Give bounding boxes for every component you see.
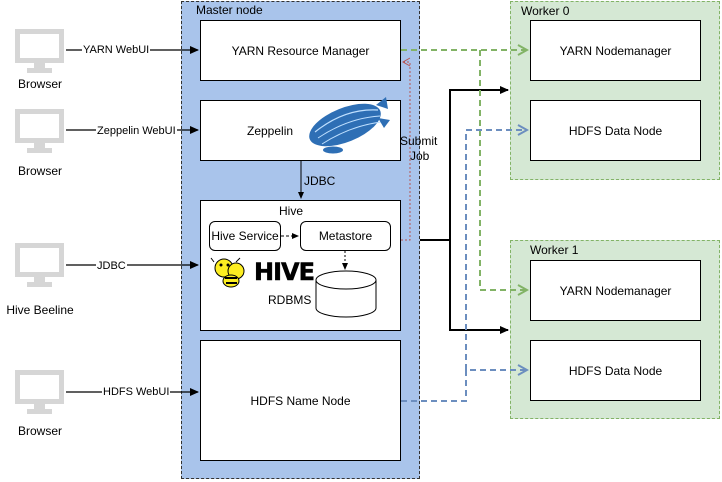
monitor-icon <box>15 29 64 73</box>
monitor-icon <box>15 109 64 153</box>
edge-label-zeppelin-webui: Zeppelin WebUI <box>96 125 177 137</box>
master-to-worker-1-edge <box>449 240 509 334</box>
hdfs-nn-to-worker-0-edge <box>465 130 526 370</box>
edge-label-jdbc: JDBC <box>96 260 127 272</box>
hive-bee-icon <box>210 257 245 288</box>
worker-0-yarn-nodemanager[interactable]: YARN Nodemanager <box>530 20 701 81</box>
monitor-icon <box>15 243 64 287</box>
edge-label-hdfs-webui: HDFS WebUI <box>102 386 171 398</box>
metastore-box[interactable]: Metastore <box>300 221 391 251</box>
worker-1-title: Worker 1 <box>530 243 579 257</box>
edge-label-submit: Submit <box>400 134 438 148</box>
edge-label-job: Job <box>410 149 430 163</box>
hive-service-box[interactable]: Hive Service <box>209 221 281 251</box>
rdbms-label: RDBMS <box>268 293 312 307</box>
worker-1-yarn-nodemanager[interactable]: YARN Nodemanager <box>530 260 701 321</box>
database-cylinder-icon <box>315 270 377 318</box>
yarn-resource-manager-box[interactable]: YARN Resource Manager <box>200 20 401 81</box>
client-label-browser-hdfs: Browser <box>17 424 62 438</box>
yarn-rm-to-worker-1-edge <box>479 50 526 290</box>
client-label-browser-yarn: Browser <box>17 77 62 91</box>
worker-0-hdfs-data-node[interactable]: HDFS Data Node <box>530 100 701 161</box>
worker-1-hdfs-data-node[interactable]: HDFS Data Node <box>530 340 701 401</box>
hive-title: Hive <box>279 204 304 218</box>
hdfs-name-node-box[interactable]: HDFS Name Node <box>200 340 401 461</box>
monitor-icon <box>15 370 64 414</box>
zeppelin-airship-icon <box>309 97 390 154</box>
hive-logo-text: HIVE <box>254 258 315 287</box>
client-label-browser-zeppelin: Browser <box>17 164 62 178</box>
hdfs-nn-to-worker-1-edge <box>401 370 526 402</box>
edge-label-zeppelin-jdbc: JDBC <box>304 174 336 188</box>
master-node-title: Master node <box>196 3 263 17</box>
master-to-worker-0-edge <box>420 86 509 241</box>
edge-label-yarn-webui: YARN WebUI <box>82 44 151 56</box>
zeppelin-label: Zeppelin <box>247 123 294 138</box>
submit-job-edge <box>401 57 411 241</box>
worker-0-title: Worker 0 <box>521 4 570 18</box>
client-label-hive-beeline: Hive Beeline <box>6 303 74 317</box>
